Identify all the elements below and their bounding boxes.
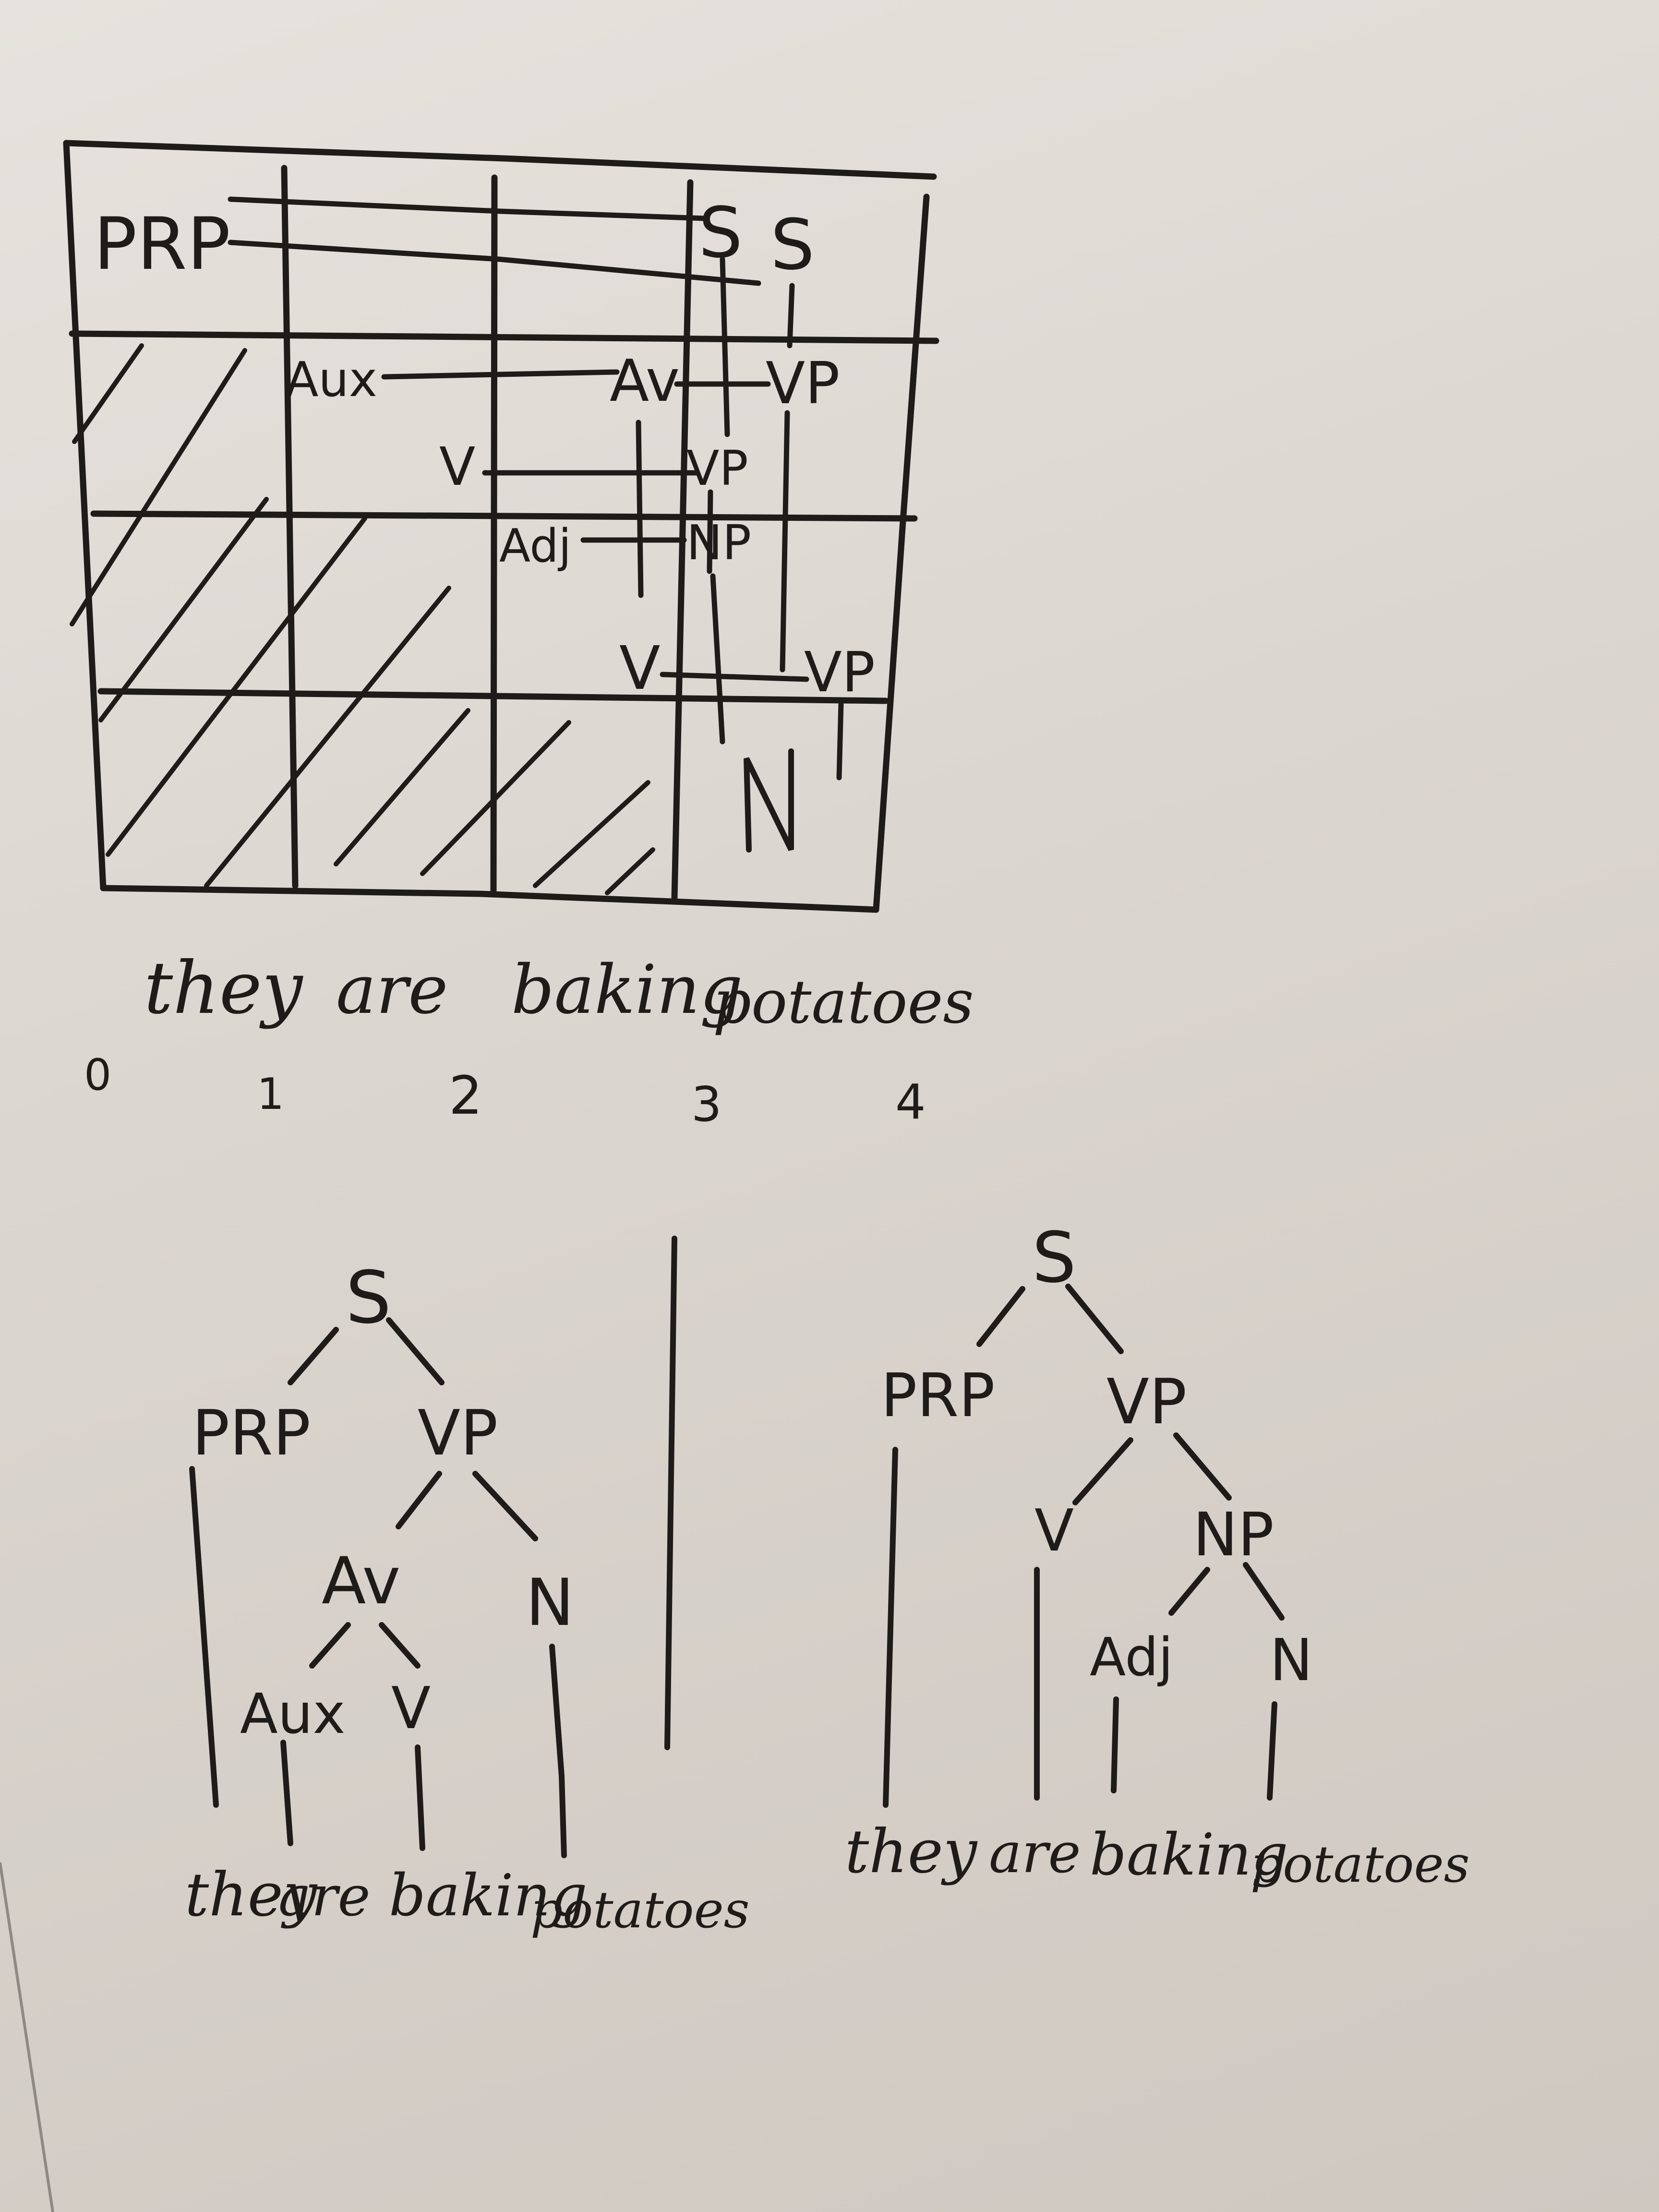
grid-col-line-2 bbox=[490, 174, 498, 895]
tree-divider bbox=[664, 1236, 677, 1750]
sentence-word: baking bbox=[511, 951, 743, 1029]
tree-left-word: potatoes bbox=[530, 1881, 750, 1939]
vp-to-n-long-line bbox=[780, 410, 790, 673]
vp-down-line bbox=[836, 700, 844, 781]
chart-v-label: V bbox=[439, 436, 475, 497]
sentence-index: 4 bbox=[895, 1074, 926, 1130]
chart-s2-label: S bbox=[770, 204, 815, 286]
grid-row-line-1 bbox=[69, 330, 939, 344]
grid-right-border bbox=[873, 193, 930, 913]
tree-right-word: potatoes bbox=[1250, 1835, 1470, 1894]
tree-right-np-node: NP bbox=[1193, 1500, 1274, 1570]
grid-row-line-2 bbox=[90, 510, 918, 522]
tree-left-vp-node: VP bbox=[418, 1396, 498, 1469]
cky-backpointers bbox=[228, 196, 844, 781]
chart-np-label: NP bbox=[686, 515, 751, 571]
chart-av-label: Av bbox=[610, 348, 680, 415]
s2-down-line bbox=[787, 283, 795, 349]
tree-right-word: baking bbox=[1090, 1822, 1288, 1888]
grid-left-border bbox=[63, 140, 107, 891]
tree-left-word: are bbox=[278, 1864, 371, 1929]
chart-v-lower-label: V bbox=[619, 634, 661, 703]
tree-left-av-node: Av bbox=[322, 1543, 400, 1619]
tree-right-word: they bbox=[845, 1817, 978, 1887]
tree-left-v-node: V bbox=[391, 1675, 431, 1742]
chart-adj-label: Adj bbox=[499, 520, 571, 573]
tree-left-word: baking bbox=[389, 1863, 588, 1929]
vp-np-connector bbox=[707, 489, 713, 574]
tree-left-n-node: N bbox=[526, 1565, 574, 1640]
tree-right-s-node: S bbox=[1032, 1217, 1076, 1298]
tree-right-edges bbox=[883, 1284, 1285, 1808]
tree-left-s-node: S bbox=[346, 1256, 391, 1340]
chart-vp-mid-label: VP bbox=[686, 440, 748, 496]
tree-right-n-node: N bbox=[1270, 1627, 1313, 1694]
sentence-index: 0 bbox=[84, 1050, 111, 1100]
aux-to-av-line bbox=[381, 369, 620, 380]
board-edge bbox=[0, 1862, 54, 2212]
tree-right-word: are bbox=[989, 1821, 1081, 1886]
tree-left-edges bbox=[189, 1317, 567, 1858]
cky-chart-hatching bbox=[70, 343, 655, 895]
chart-n-glyph bbox=[744, 748, 794, 853]
chart-aux-label: Aux bbox=[286, 351, 377, 408]
v-to-vp-lower-line bbox=[660, 672, 809, 682]
grid-col-line-1 bbox=[281, 165, 299, 889]
prp-to-s2-line bbox=[228, 240, 761, 286]
tree-left-aux-node: Aux bbox=[240, 1682, 346, 1746]
tree-right: S PRP VP V NP Adj N they are baking pota… bbox=[845, 1217, 1470, 1894]
cky-chart-labels: PRP S S Aux Av VP V VP Adj NP V VP bbox=[94, 192, 875, 705]
sentence-index: 3 bbox=[691, 1076, 722, 1132]
grid-bottom-border bbox=[100, 885, 879, 913]
grid-top-border bbox=[63, 140, 937, 180]
s1-down-line bbox=[720, 256, 730, 437]
tree-right-prp-node: PRP bbox=[881, 1361, 995, 1431]
tree-right-adj-node: Adj bbox=[1090, 1626, 1173, 1688]
sentence-index: 2 bbox=[449, 1065, 482, 1126]
chart-prp-label: PRP bbox=[94, 203, 230, 286]
av-down-line bbox=[636, 420, 644, 598]
sentence-index: 1 bbox=[257, 1069, 284, 1119]
tree-left: S PRP VP Av N Aux V they are baking pota… bbox=[185, 1256, 750, 1939]
tree-right-v-node: V bbox=[1034, 1498, 1074, 1564]
chart-s1-label: S bbox=[698, 192, 743, 274]
tree-left-prp-node: PRP bbox=[192, 1396, 311, 1469]
prp-to-s1-line bbox=[228, 196, 709, 221]
sentence-word: are bbox=[336, 951, 448, 1029]
tree-left-word: they bbox=[185, 1860, 318, 1930]
chart-vp-lower-label: VP bbox=[804, 640, 875, 705]
chart-vp-label: VP bbox=[766, 350, 840, 417]
sentence-word: they bbox=[144, 947, 304, 1030]
np-down-line bbox=[710, 573, 725, 745]
sentence-word: potatoes bbox=[713, 967, 974, 1037]
tree-right-vp-node: VP bbox=[1106, 1365, 1187, 1438]
sentence: they are baking potatoes 0 1 2 3 4 bbox=[84, 947, 974, 1132]
